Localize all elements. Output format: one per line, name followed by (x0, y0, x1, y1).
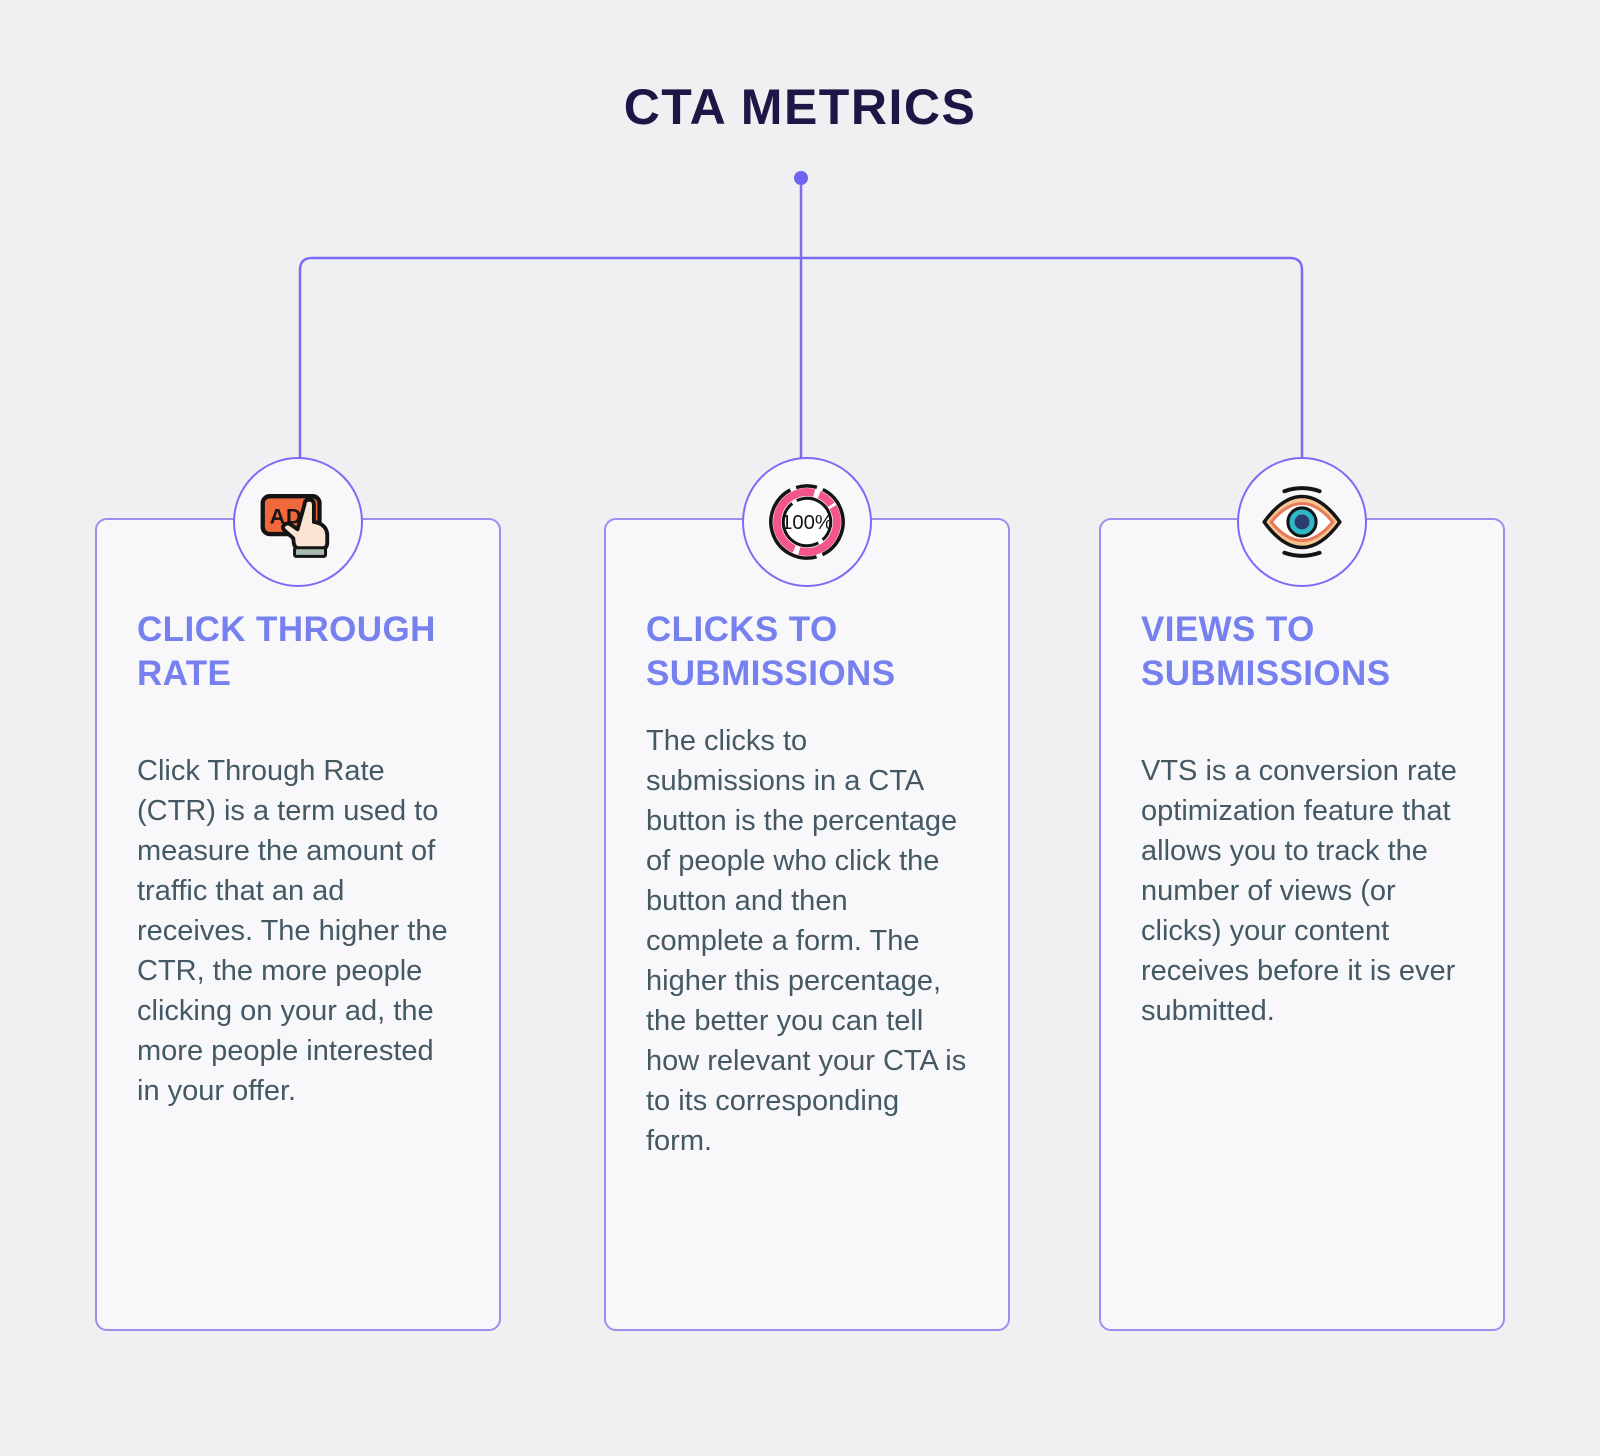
root-dot (794, 171, 808, 185)
icon-circle: AD (233, 457, 363, 587)
card-views-to-submissions: VIEWS TO SUBMISSIONS VTS is a conversion… (1099, 457, 1505, 1331)
eye-icon (1262, 486, 1342, 558)
card-heading: CLICKS TO SUBMISSIONS (646, 610, 896, 694)
card-heading: CLICK THROUGH RATE (137, 610, 436, 694)
connector-lines (298, 171, 1304, 462)
icon-circle: 100% (742, 457, 872, 587)
ad-icon-label: AD (270, 505, 303, 529)
card-body: The clicks to submissions in a CTA butto… (646, 724, 967, 1158)
percent-100-icon: 100% (769, 484, 845, 560)
card-heading: VIEWS TO SUBMISSIONS (1141, 610, 1391, 694)
card-clicks-to-submissions: 100% CLICKS TO SUBMISSIONS The clicks to… (604, 457, 1010, 1331)
card-body: VTS is a conversion rate optimization fe… (1141, 754, 1457, 1027)
page-title: CTA METRICS (623, 79, 977, 135)
ad-click-icon: AD (260, 494, 330, 558)
card-body: Click Through Rate (CTR) is a term used … (137, 754, 448, 1107)
percent-icon-label: 100% (781, 512, 833, 534)
icon-circle (1237, 457, 1367, 587)
card-click-through-rate: AD CLICK THROUGH RATE Click Through Rate… (95, 457, 501, 1331)
